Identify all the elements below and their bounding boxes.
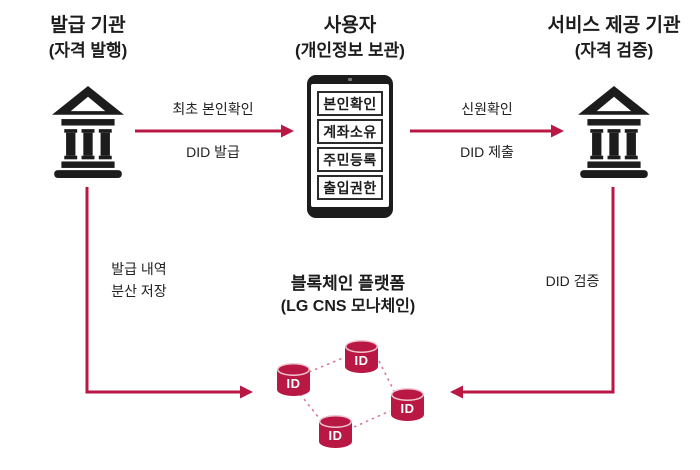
node-label: ID xyxy=(329,428,343,443)
issue-flow-label-bottom: DID 발급 xyxy=(186,144,240,160)
user-subtitle: (개인정보 보관) xyxy=(295,41,405,60)
issuer-subtitle: (자격 발행) xyxy=(48,41,128,60)
provider-subtitle: (자격 검증) xyxy=(574,41,654,60)
phone-camera-icon xyxy=(348,78,352,81)
user-phone: 본인확인 계좌소유 주민등록 출입권한 xyxy=(307,75,393,218)
credential-access: 출입권한 xyxy=(317,175,383,200)
provider-title: 서비스 제공 기관 xyxy=(547,15,681,36)
issuer-header: 발급 기관 (자격 발행) xyxy=(8,13,168,62)
blockchain-header: 블록체인 플랫폼 (LG CNS 모나체인) xyxy=(258,272,438,318)
store-flow-label-line1: 발급 내역 xyxy=(111,261,167,277)
blockchain-title: 블록체인 플랫폼 xyxy=(290,274,406,293)
credential-resident: 주민등록 xyxy=(317,147,383,172)
blockchain-node-right: ID xyxy=(390,387,425,421)
node-label: ID xyxy=(287,376,301,391)
store-flow-label: 발급 내역 분산 저장 xyxy=(95,258,183,302)
blockchain-subtitle: (LG CNS 모나체인) xyxy=(280,298,416,315)
blockchain-node-left: ID xyxy=(276,362,311,396)
user-title: 사용자 xyxy=(323,15,377,36)
verify-flow-label: DID 검증 xyxy=(545,273,600,289)
credential-account: 계좌소유 xyxy=(317,119,383,144)
issuer-title: 발급 기관 xyxy=(50,15,126,36)
provider-to-blockchain-arrow xyxy=(450,187,615,399)
credential-identity: 본인확인 xyxy=(317,91,383,116)
blockchain-node-top: ID xyxy=(344,339,379,373)
issuer-bank-icon xyxy=(52,86,124,178)
store-flow-label-line2: 분산 저장 xyxy=(111,283,167,299)
issuer-to-user-arrow xyxy=(135,124,294,138)
provider-header: 서비스 제공 기관 (자격 검증) xyxy=(534,13,694,62)
phone-screen: 본인확인 계좌소유 주민등록 출입권한 xyxy=(311,84,389,207)
bank-icon xyxy=(52,86,124,178)
provider-bank-icon xyxy=(578,86,650,178)
user-header: 사용자 (개인정보 보관) xyxy=(270,13,430,62)
submit-flow-label-bottom: DID 제출 xyxy=(460,144,514,160)
node-label: ID xyxy=(355,353,369,368)
user-to-provider-arrow xyxy=(410,124,564,138)
bank-icon xyxy=(578,86,650,178)
blockchain-node-bottom: ID xyxy=(318,414,353,448)
submit-flow-label-top: 신원확인 xyxy=(461,101,513,117)
blockchain-node-links xyxy=(299,357,395,428)
node-label: ID xyxy=(401,401,415,416)
issue-flow-label-top: 최초 본인확인 xyxy=(172,101,254,117)
